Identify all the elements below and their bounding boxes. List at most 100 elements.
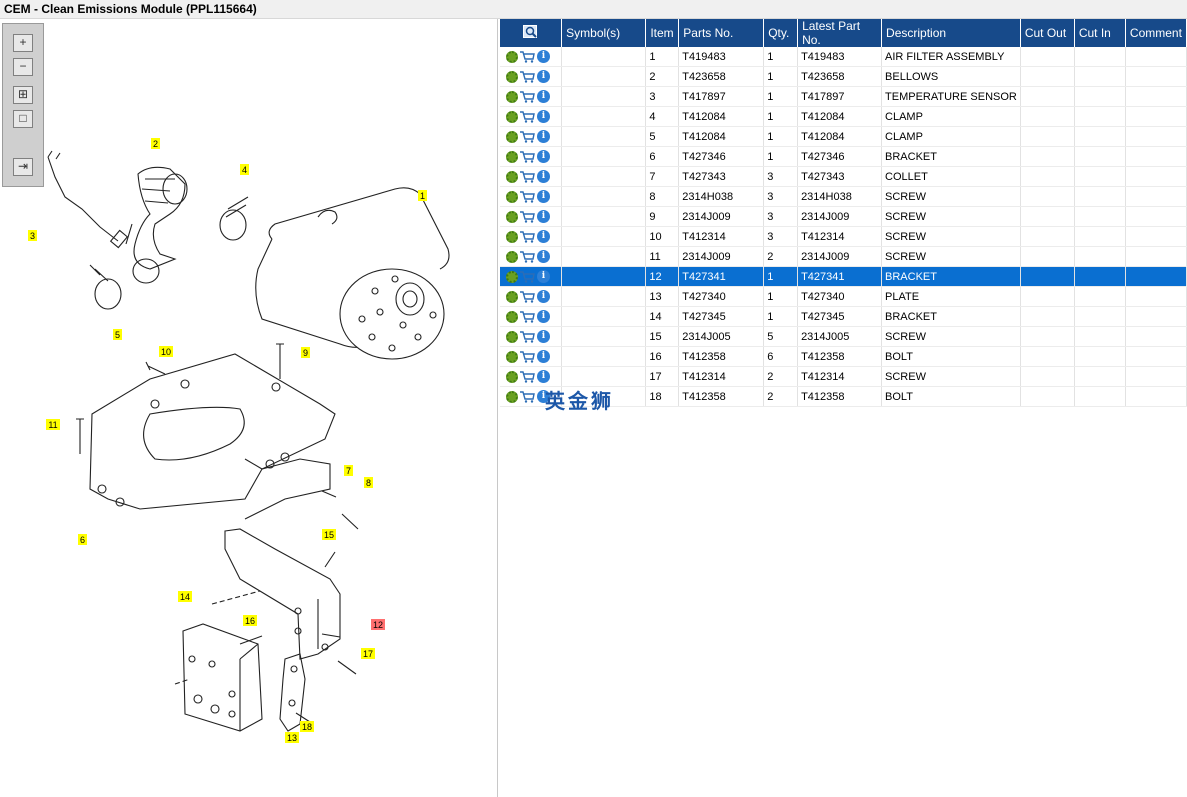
column-item[interactable]: Item — [645, 19, 680, 47]
gear-icon[interactable] — [506, 190, 518, 203]
toggle-panel-icon[interactable]: ⇥ — [13, 158, 33, 176]
zoom-out-icon[interactable]: − — [13, 58, 33, 76]
callout-1[interactable]: 1 — [418, 190, 427, 201]
gear-icon[interactable] — [506, 150, 518, 163]
search-icon[interactable] — [522, 24, 539, 39]
cart-icon[interactable] — [520, 330, 535, 343]
column-cut-in[interactable]: Cut In — [1074, 19, 1126, 47]
callout-13[interactable]: 13 — [285, 732, 299, 743]
cart-icon[interactable] — [520, 170, 535, 183]
cart-icon[interactable] — [520, 90, 535, 103]
gear-icon[interactable] — [506, 330, 518, 343]
info-icon[interactable]: i — [537, 130, 550, 143]
info-icon[interactable]: i — [537, 270, 550, 283]
gear-icon[interactable] — [506, 390, 518, 403]
info-icon[interactable]: i — [537, 370, 550, 383]
info-icon[interactable]: i — [537, 390, 550, 403]
zoom-in-icon[interactable]: + — [13, 34, 33, 52]
callout-15[interactable]: 15 — [322, 529, 336, 540]
cart-icon[interactable] — [520, 370, 535, 383]
gear-icon[interactable] — [506, 70, 518, 83]
callout-14[interactable]: 14 — [178, 591, 192, 602]
gear-icon[interactable] — [506, 170, 518, 183]
cart-icon[interactable] — [520, 150, 535, 163]
info-icon[interactable]: i — [537, 290, 550, 303]
info-icon[interactable]: i — [537, 230, 550, 243]
column-qty[interactable]: Qty. — [763, 19, 799, 47]
gear-icon[interactable] — [506, 50, 518, 63]
cart-icon[interactable] — [520, 390, 535, 403]
callout-10[interactable]: 10 — [159, 346, 173, 357]
column-description[interactable]: Description — [881, 19, 1021, 47]
exploded-diagram[interactable]: 1 2 3 4 5 6 7 8 9 10 11 12 13 14 15 16 1… — [0, 19, 497, 797]
callout-3[interactable]: 3 — [28, 230, 37, 241]
gear-icon[interactable] — [506, 110, 518, 123]
cart-icon[interactable] — [520, 230, 535, 243]
cart-icon[interactable] — [520, 310, 535, 323]
cart-icon[interactable] — [520, 190, 535, 203]
cart-icon[interactable] — [520, 250, 535, 263]
column-parts-no[interactable]: Parts No. — [678, 19, 765, 47]
column-cut-out[interactable]: Cut Out — [1020, 19, 1075, 47]
cart-icon[interactable] — [520, 70, 535, 83]
gear-icon[interactable] — [506, 230, 518, 243]
column-latest-part-no[interactable]: Latest Part No. — [797, 19, 883, 47]
info-icon[interactable]: i — [537, 110, 550, 123]
callout-18[interactable]: 18 — [300, 721, 314, 732]
diagram-pane[interactable]: 1 2 3 4 5 6 7 8 9 10 11 12 13 14 15 16 1… — [0, 19, 498, 797]
callout-8[interactable]: 8 — [364, 477, 373, 488]
callout-2[interactable]: 2 — [151, 138, 160, 149]
cart-icon[interactable] — [520, 110, 535, 123]
cart-icon[interactable] — [520, 290, 535, 303]
info-icon[interactable]: i — [537, 330, 550, 343]
info-icon[interactable]: i — [537, 250, 550, 263]
callout-7[interactable]: 7 — [344, 465, 353, 476]
callout-17[interactable]: 17 — [361, 648, 375, 659]
info-icon[interactable]: i — [537, 350, 550, 363]
callout-16[interactable]: 16 — [243, 615, 257, 626]
gear-icon[interactable] — [506, 250, 518, 263]
callout-11[interactable]: 11 — [46, 419, 60, 430]
gear-icon[interactable] — [506, 210, 518, 223]
callout-5[interactable]: 5 — [113, 329, 122, 340]
gear-icon[interactable] — [506, 370, 518, 383]
cart-icon[interactable] — [520, 350, 535, 363]
fit-all-icon[interactable]: ⊞ — [13, 86, 33, 104]
fit-window-icon[interactable]: □ — [13, 110, 33, 128]
callout-9[interactable]: 9 — [301, 347, 310, 358]
gear-icon[interactable] — [506, 90, 518, 103]
gear-icon[interactable] — [506, 130, 518, 143]
search-column-header[interactable] — [500, 19, 563, 47]
info-icon[interactable]: i — [537, 150, 550, 163]
info-icon[interactable]: i — [537, 50, 550, 63]
cart-icon[interactable] — [520, 210, 535, 223]
column-comment[interactable]: Comment — [1125, 19, 1187, 47]
info-icon[interactable]: i — [537, 190, 550, 203]
callout-12[interactable]: 12 — [371, 619, 385, 630]
callout-6[interactable]: 6 — [78, 534, 87, 545]
callout-4[interactable]: 4 — [240, 164, 249, 175]
gear-icon[interactable] — [506, 270, 518, 283]
info-icon[interactable]: i — [537, 210, 550, 223]
gear-icon[interactable] — [506, 310, 518, 323]
gear-icon[interactable] — [506, 290, 518, 303]
cart-icon[interactable] — [520, 130, 535, 143]
info-icon[interactable]: i — [537, 70, 550, 83]
